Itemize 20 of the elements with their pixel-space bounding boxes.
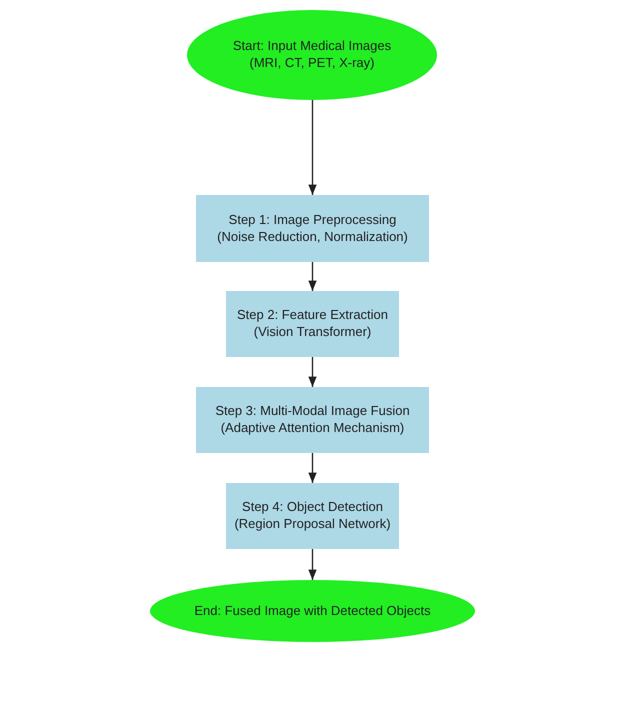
arrow	[308, 453, 317, 483]
process-box	[226, 291, 399, 357]
node-subtitle: (MRI, CT, PET, X-ray)	[250, 55, 374, 72]
process-box	[196, 387, 429, 453]
node-subtitle: (Adaptive Attention Mechanism)	[220, 420, 404, 437]
node-subtitle: (Noise Reduction, Normalization)	[217, 228, 408, 246]
arrow	[308, 357, 317, 387]
node-subtitle: (Vision Transformer)	[254, 324, 372, 341]
node-title: Step 3: Multi-Modal Image Fusion	[215, 403, 410, 420]
node-title: End: Fused Image with Detected Objects	[194, 602, 431, 620]
arrow	[308, 549, 317, 580]
process-box	[196, 195, 429, 262]
node-title: Step 2: Feature Extraction	[236, 307, 388, 324]
node-title: Step 4: Object Detection	[242, 499, 383, 516]
node-title: Start: Input Medical Images	[232, 38, 392, 55]
node-subtitle: (Region Proposal Network)	[234, 516, 391, 533]
node-title: Step 1: Image Preprocessing	[228, 212, 396, 228]
process-box	[226, 483, 399, 549]
arrow	[308, 262, 317, 291]
arrow	[308, 100, 317, 195]
